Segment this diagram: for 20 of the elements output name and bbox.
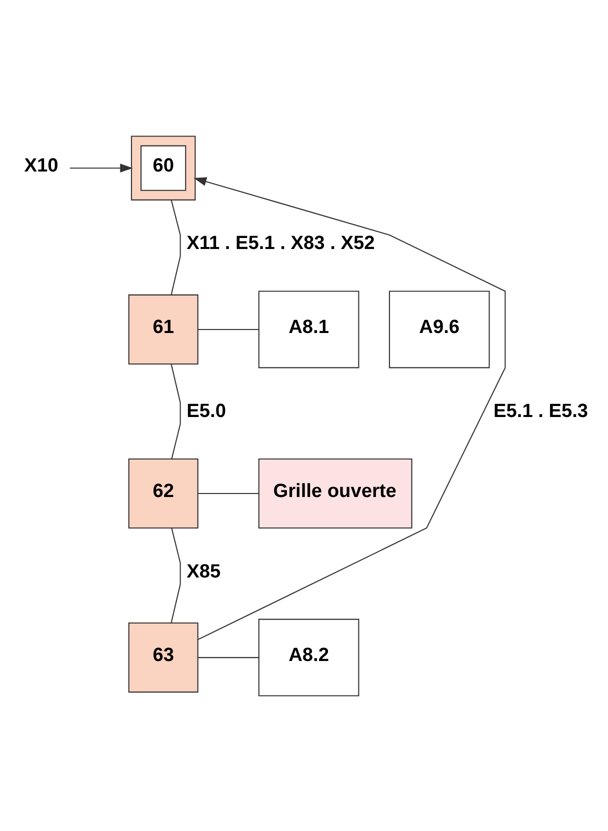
node-box: Grille ouverte bbox=[258, 458, 412, 528]
connector bbox=[170, 363, 181, 458]
edge-label: E5.1 . E5.3 bbox=[494, 400, 588, 422]
arrow bbox=[70, 163, 133, 172]
connector bbox=[170, 528, 181, 623]
edge-label: E5.0 bbox=[186, 400, 226, 422]
connector bbox=[198, 492, 259, 494]
node-box: A9.6 bbox=[388, 290, 490, 368]
node-box: 62 bbox=[128, 458, 198, 528]
connector bbox=[198, 656, 259, 658]
edge-label: X11 . E5.1 . X83 . X52 bbox=[186, 232, 375, 254]
node-text: X10 bbox=[24, 155, 58, 176]
node-box: A8.2 bbox=[258, 618, 360, 696]
edge-label: X85 bbox=[186, 560, 221, 582]
connector bbox=[198, 328, 259, 330]
node-box: A8.1 bbox=[258, 290, 360, 368]
connector bbox=[170, 200, 181, 294]
node-box: 61 bbox=[128, 294, 198, 364]
arrow bbox=[194, 176, 506, 640]
node-box: 63 bbox=[128, 622, 198, 692]
